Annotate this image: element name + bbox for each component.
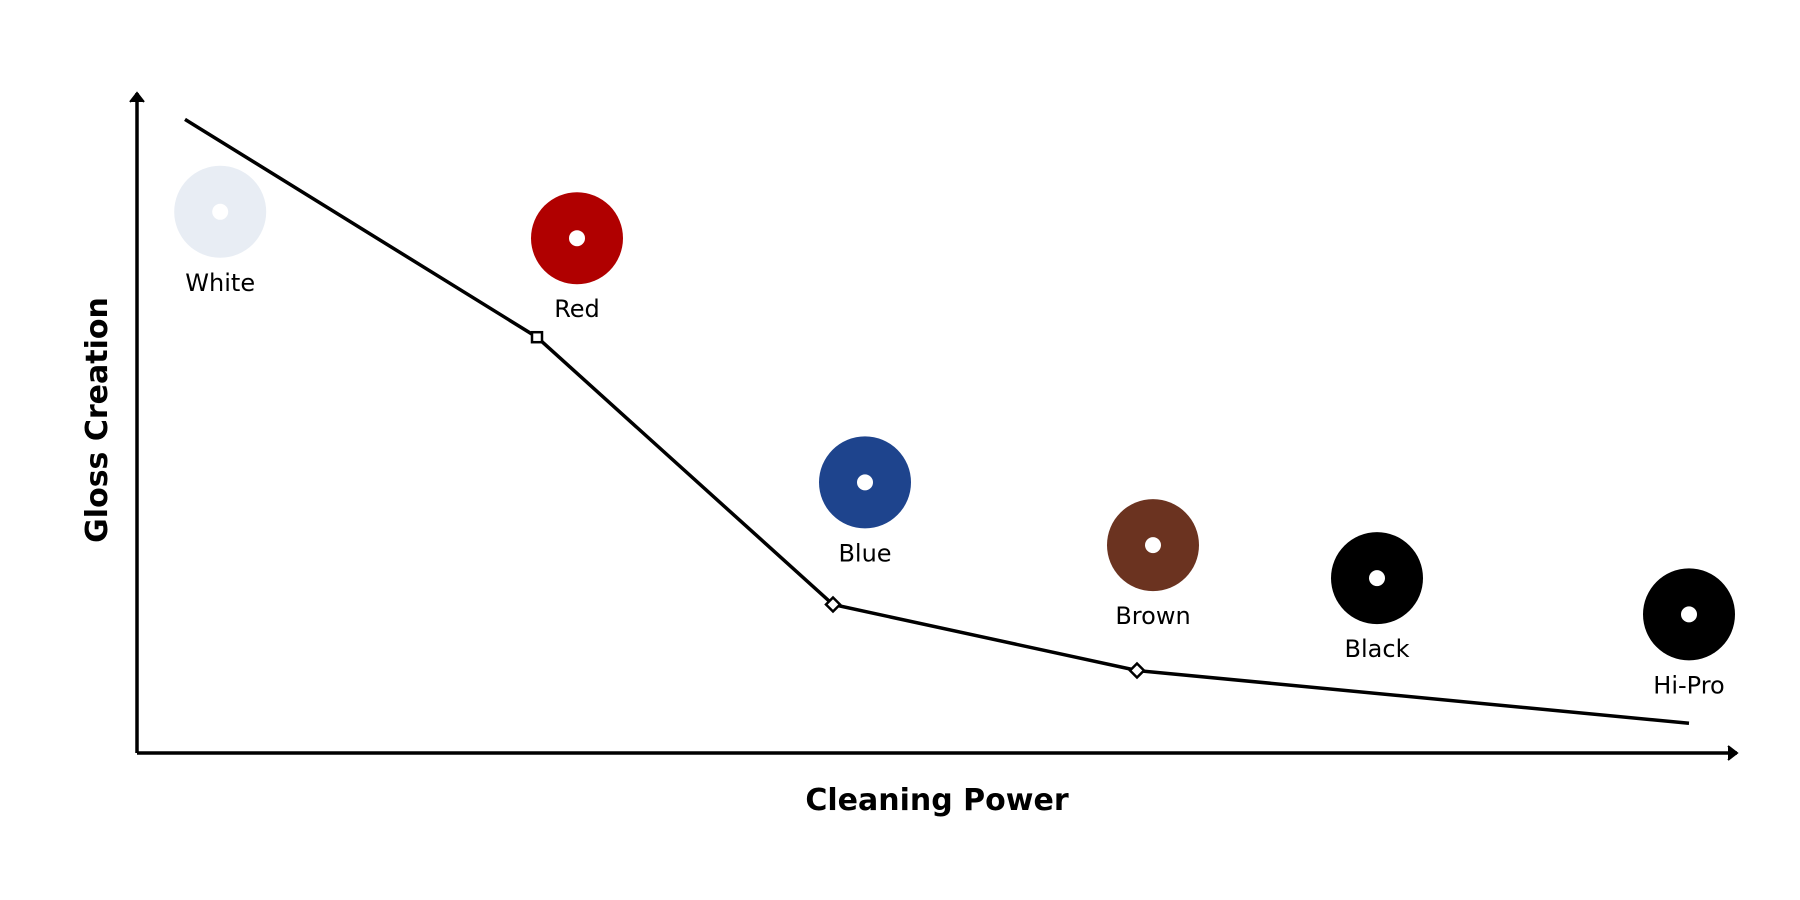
data-point-marker	[1128, 661, 1146, 680]
pad-label: Hi-Pro	[1653, 671, 1724, 699]
pad-center-hole	[212, 203, 229, 220]
pad-center-hole	[1145, 537, 1161, 554]
pad-label: Red	[554, 295, 600, 323]
pad-marker-group: White	[174, 165, 267, 297]
pad-center-hole	[857, 474, 873, 491]
x-axis-title: Cleaning Power	[805, 783, 1068, 818]
pad-label: Black	[1345, 635, 1410, 663]
pad-center-hole	[1681, 606, 1697, 623]
pad-marker-group: Brown	[1107, 499, 1199, 630]
pad-marker-group: Black	[1331, 532, 1423, 663]
data-point-marker	[824, 595, 842, 614]
data-point-marker	[530, 330, 544, 344]
y-axis-title: Gloss Creation	[80, 297, 115, 543]
axes	[129, 91, 1739, 761]
pad-label: Brown	[1115, 602, 1190, 630]
pad-label: Blue	[838, 539, 891, 567]
series-line	[184, 117, 1690, 726]
pad-center-hole	[569, 230, 585, 247]
y-axis-arrow	[129, 91, 145, 103]
series-layer	[184, 117, 1690, 726]
pad-center-hole	[1369, 570, 1385, 587]
x-axis-arrow	[1727, 745, 1739, 761]
pad-marker-group: Hi-Pro	[1643, 568, 1735, 699]
pad-label: White	[185, 269, 255, 297]
pad-marker-group: Red	[531, 192, 623, 323]
pad-marker-group: Blue	[819, 436, 911, 567]
